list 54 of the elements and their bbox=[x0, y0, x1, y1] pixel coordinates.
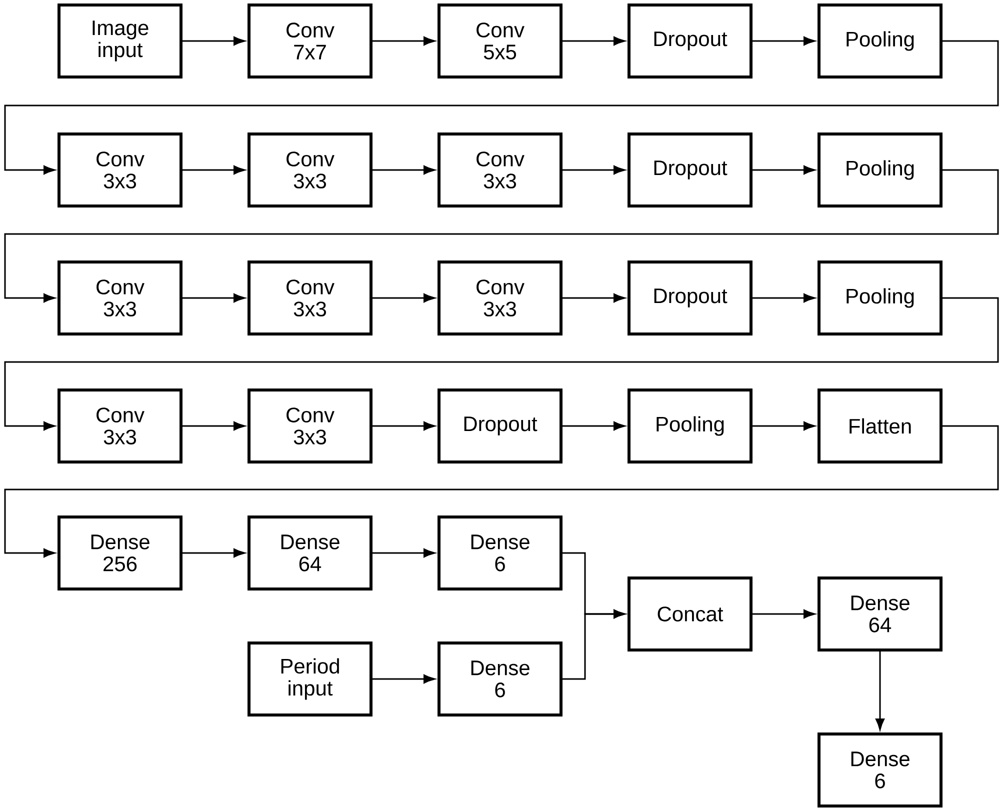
layer-box: Dense 6 bbox=[438, 642, 562, 716]
layer-box: Pooling bbox=[818, 132, 943, 208]
arrow bbox=[372, 422, 436, 430]
arrow bbox=[562, 294, 626, 302]
arrow bbox=[752, 166, 816, 174]
arrow bbox=[372, 548, 436, 558]
layer-box: Dropout bbox=[628, 132, 752, 208]
layer-box: Dense 256 bbox=[58, 516, 182, 590]
arrow bbox=[372, 294, 436, 302]
layer-box: Pooling bbox=[628, 388, 752, 464]
layer-box: Dense 6 bbox=[818, 732, 943, 808]
arrow bbox=[752, 610, 816, 618]
layer-box: Flatten bbox=[818, 388, 943, 464]
arrow bbox=[4, 425, 999, 558]
arrow bbox=[752, 36, 816, 46]
layer-box: Conv 7x7 bbox=[248, 4, 372, 78]
arrow bbox=[562, 610, 626, 680]
layer-box: Pooling bbox=[818, 260, 943, 336]
arrow bbox=[752, 422, 816, 430]
arrow bbox=[182, 422, 246, 430]
layer-box: Pooling bbox=[818, 4, 943, 78]
arrow bbox=[4, 40, 999, 174]
layer-box: Conv 3x3 bbox=[58, 132, 182, 208]
arrow bbox=[182, 166, 246, 174]
layer-box: Dense 64 bbox=[818, 576, 943, 652]
layer-box: Image input bbox=[58, 4, 182, 78]
arrow bbox=[562, 166, 626, 174]
layer-box: Concat bbox=[628, 576, 752, 652]
layer-box: Conv 3x3 bbox=[438, 132, 562, 208]
arrow bbox=[562, 36, 626, 46]
layer-box: Conv 3x3 bbox=[438, 260, 562, 336]
arrow bbox=[182, 294, 246, 302]
layer-box: Conv 5x5 bbox=[438, 4, 562, 78]
layer-box: Conv 3x3 bbox=[248, 132, 372, 208]
layer-box: Conv 3x3 bbox=[248, 260, 372, 336]
arrow bbox=[4, 297, 999, 430]
layer-box: Dropout bbox=[628, 260, 752, 336]
arrow bbox=[372, 166, 436, 174]
layer-box: Dropout bbox=[438, 388, 562, 464]
arrow bbox=[562, 422, 626, 430]
layer-box: Dropout bbox=[628, 4, 752, 78]
layer-box: Conv 3x3 bbox=[248, 388, 372, 464]
layer-box: Conv 3x3 bbox=[58, 388, 182, 464]
arrow bbox=[372, 36, 436, 46]
arrow bbox=[752, 294, 816, 302]
arrow bbox=[876, 652, 884, 730]
layer-box: Dense 64 bbox=[248, 516, 372, 590]
layer-box: Dense 6 bbox=[438, 516, 562, 590]
arrow bbox=[182, 36, 246, 46]
layer-box: Conv 3x3 bbox=[58, 260, 182, 336]
layer-box: Period input bbox=[248, 642, 372, 716]
arrow bbox=[4, 169, 999, 302]
arrow bbox=[372, 674, 436, 684]
arrow bbox=[182, 548, 246, 558]
